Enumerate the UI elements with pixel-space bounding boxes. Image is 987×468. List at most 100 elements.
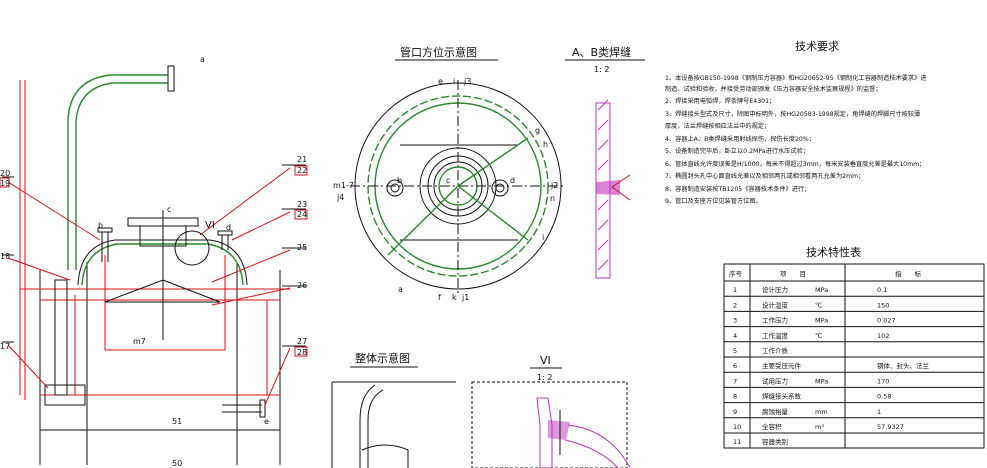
nozzle-label-k: k	[452, 293, 457, 302]
title-detail-vi: VI	[540, 354, 551, 367]
weld-ab-detail: A、B类焊缝 1: 2	[565, 45, 645, 279]
nozzle-label-f: f	[438, 293, 441, 302]
table-cell-no: 10	[733, 423, 741, 431]
table-cell-item: 腐蚀裕量	[762, 407, 789, 416]
nozzle-label-b: b	[397, 176, 402, 185]
label-51: 51	[172, 417, 182, 426]
table-cell-item: 工作温度	[762, 331, 789, 340]
nozzle-label-n: n	[550, 194, 555, 203]
nozzle-label-m: m1-7	[333, 181, 354, 190]
callout-22: 22	[297, 166, 307, 175]
table-cell-no: 8	[733, 393, 737, 401]
note-1b: 制造、试验和验收，并接受劳动部颁发《压力容器安全技术监察规程》的监督；	[665, 85, 882, 93]
table-cell-unit: m³	[815, 423, 824, 431]
note-6: 6、管体直线允许度误差是H/1000，每米不得超过3mm，每米安装垂直度允差是最…	[665, 160, 925, 168]
table-cell-value: 钢体、封头、法兰	[877, 361, 930, 370]
table-cell-unit: ℃	[815, 301, 822, 309]
table-cell-no: 3	[733, 317, 737, 325]
label-m7: m7	[133, 337, 146, 346]
nozzle-label-j4: j4	[336, 193, 344, 202]
nozzle-label-g: g	[535, 126, 540, 135]
vessel-elevation: 20 19 18 17 21 22 23 24 25 26 27 28 a b …	[0, 55, 308, 468]
title-tech-req: 技术要求	[795, 40, 839, 53]
table-cell-value: 102	[877, 332, 889, 340]
callout-26: 26	[297, 281, 307, 290]
table-cell-value: 170	[877, 377, 889, 385]
table-cell-unit: MPa	[815, 377, 828, 385]
table-cell-no: 1	[733, 286, 737, 294]
note-1: 1、本设备按GB150-1998《钢制压力容器》和HG20652-95《钢制化工…	[665, 74, 926, 82]
nozzle-label-d: d	[510, 176, 515, 185]
table-cell-unit: MPa	[815, 286, 828, 294]
callout-21: 21	[297, 155, 307, 164]
nozzle-label-j2: j2	[550, 181, 558, 190]
title-nozzle-orientation: 管口方位示意图	[400, 45, 477, 59]
table-cell-item: 焊缝接头系数	[762, 392, 802, 401]
note-9: 9、管口及支座方位见装管方位图。	[665, 197, 762, 205]
table-header-value: 指 标	[895, 269, 922, 278]
label-e: e	[264, 417, 269, 426]
table-cell-unit: MPa	[815, 317, 828, 325]
table-cell-item: 试用压力	[762, 376, 788, 385]
table-cell-no: 4	[733, 332, 737, 340]
note-3: 3、焊缝接头型式及尺寸，除图中标明外，按HG20583-1998规定，角焊缝的焊…	[665, 110, 920, 118]
callout-23: 23	[297, 200, 307, 209]
title-overall: 整体示意图	[355, 351, 410, 365]
nozzle-label-i: i	[542, 233, 544, 242]
nozzle-label-c: c	[446, 176, 450, 185]
table-cell-value: 150	[877, 301, 889, 309]
label-a-top: a	[200, 55, 205, 64]
nozzle-orientation-view: 管口方位示意图 e i j3 m1-7 j4 b c d g h j2 n i …	[333, 45, 566, 302]
table-cell-no: 9	[733, 408, 737, 416]
table-cell-no: 7	[733, 377, 737, 385]
table-cell-item: 工作介质	[762, 346, 789, 355]
nozzle-label-e: e	[438, 77, 443, 86]
table-cell-item: 工作压力	[762, 316, 788, 325]
nozzle-label-i-top: i	[453, 77, 455, 86]
label-c: c	[167, 205, 171, 214]
callout-25: 25	[297, 243, 307, 252]
detail-vi: VI 1: 2	[471, 354, 631, 468]
callout-18: 18	[0, 252, 10, 261]
detail-vi-scale: 1: 2	[537, 373, 552, 382]
table-cell-unit: mm	[815, 408, 828, 416]
table-cell-item: 主要受压元件	[762, 361, 802, 370]
note-5: 5、设备制造完毕后，卧立以0.2MPa进行水压试验；	[665, 147, 809, 155]
nozzle-label-h: h	[543, 140, 548, 149]
callout-17: 17	[0, 342, 10, 351]
nozzle-label-j3: j3	[463, 77, 471, 86]
table-cell-item: 设计温度	[762, 300, 789, 309]
nozzle-label-j1: j1	[461, 293, 469, 302]
table-cell-value: 0.1	[877, 286, 887, 294]
callout-20: 20	[0, 169, 10, 178]
overall-diagram: 整体示意图	[331, 351, 456, 468]
callout-27: 27	[297, 337, 307, 346]
table-cell-value: 57.9327	[877, 423, 904, 431]
title-weld-ab: A、B类焊缝	[572, 45, 631, 59]
weld-ab-scale: 1: 2	[594, 65, 609, 74]
callout-24: 24	[297, 210, 307, 219]
table-cell-value: 0.027	[877, 317, 896, 325]
label-d: d	[226, 223, 231, 232]
table-cell-unit: ℃	[815, 332, 822, 340]
note-7: 7、椭圆封头孔中心面直线允差以及相邻两孔或相邻看两孔允差为2mm；	[665, 172, 864, 180]
note-2: 2、焊接采用电弧焊，焊条牌号E4301；	[665, 97, 775, 105]
label-b: b	[98, 221, 103, 230]
note-8: 8、容器制造安装按TB1205《容器技术条件》进行；	[665, 185, 810, 193]
note-4: 4、容器上A、B类焊缝采用射线探伤，探伤长度20%；	[665, 135, 815, 143]
table-cell-no: 2	[733, 301, 737, 309]
table-cell-value: 1	[877, 408, 881, 416]
callout-19: 19	[0, 179, 10, 188]
label-50: 50	[172, 459, 182, 468]
label-vi: VI	[205, 220, 215, 231]
nozzle-label-a: a	[398, 285, 403, 294]
table-cell-item: 设计压力	[762, 285, 788, 294]
callout-28: 28	[297, 348, 307, 357]
table-cell-no: 5	[733, 347, 737, 355]
tech-requirements: 技术要求 1、本设备按GB150-1998《钢制压力容器》和HG20652-95…	[665, 40, 926, 205]
title-tech-table: 技术特性表	[806, 245, 861, 259]
table-cell-item: 全容积	[762, 422, 782, 431]
table-cell-no: 6	[733, 362, 737, 370]
table-cell-item: 容器类别	[762, 437, 788, 446]
